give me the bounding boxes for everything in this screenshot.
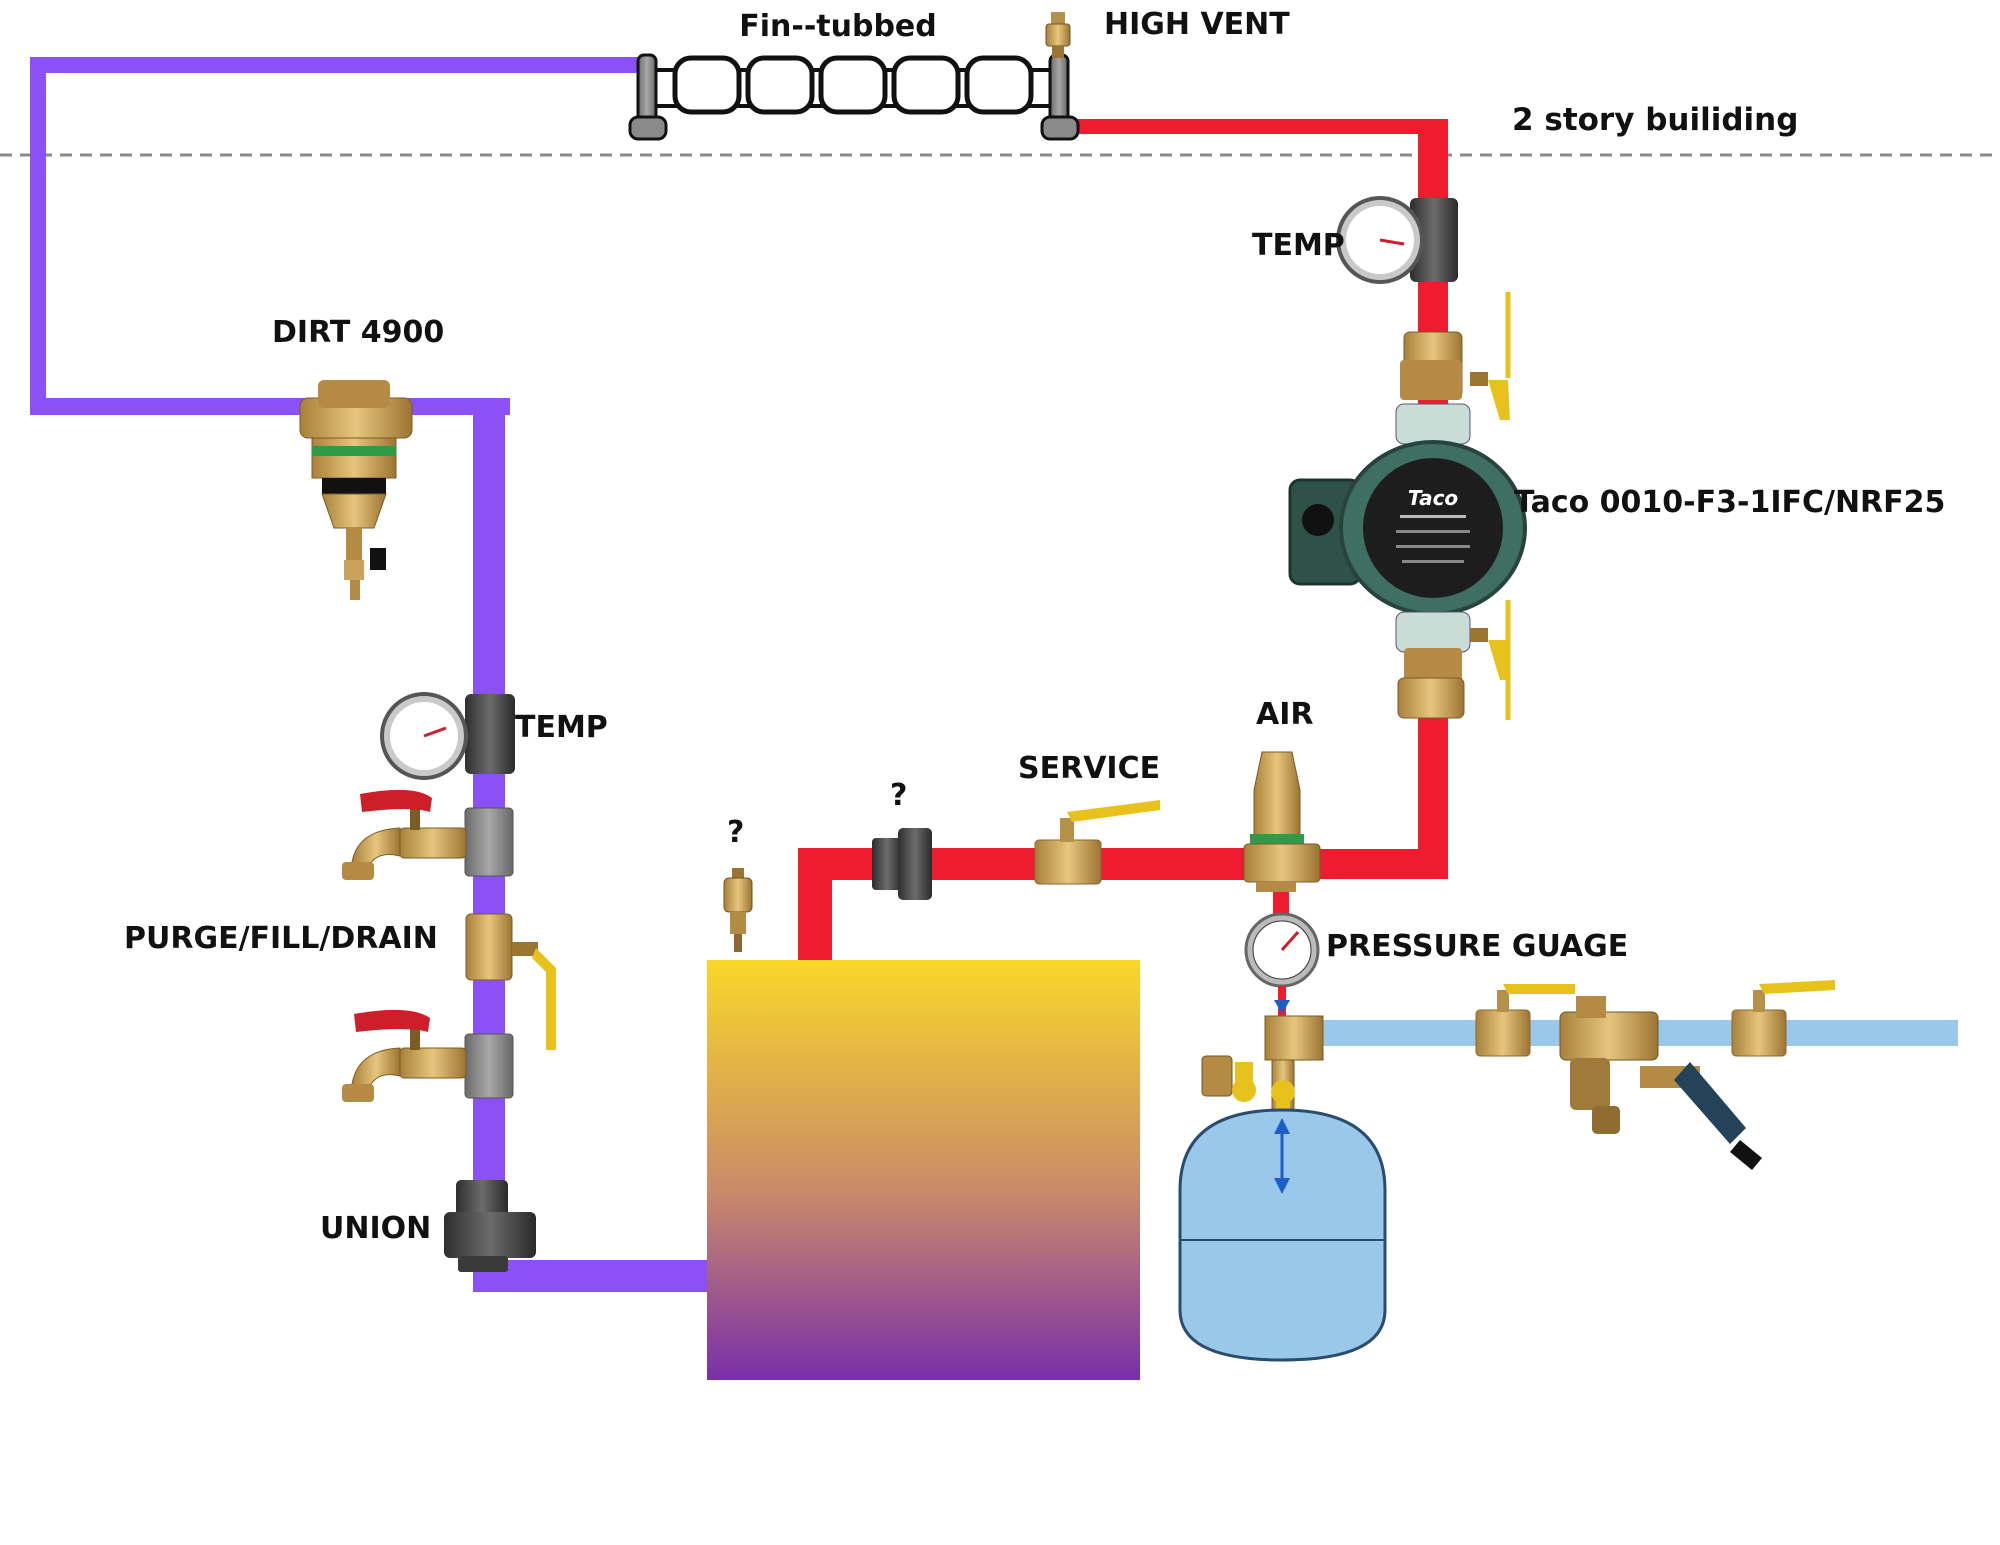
return-temp-gauge-icon: [380, 692, 515, 780]
boiler-vent-icon: [723, 868, 753, 952]
lower-drain-spigot-icon: [342, 1009, 514, 1102]
high-vent-label: HIGH VENT: [1104, 7, 1290, 42]
purge-fill-drain-label: PURGE/FILL/DRAIN: [124, 921, 438, 956]
upper-drain-spigot-icon: [342, 789, 514, 880]
pump-lower-flange-icon: [1397, 600, 1511, 720]
high-vent-icon: [1045, 12, 1071, 58]
tank-manifold-icon: [1201, 1000, 1324, 1114]
service-valve-icon: [1034, 800, 1160, 885]
supply-temp-gauge-icon: [1336, 196, 1458, 284]
fill-valve-right-icon: [1731, 980, 1835, 1057]
pump-label: Taco 0010-F3-1IFC/NRF25: [1514, 485, 1945, 520]
vent-question-label: ?: [727, 815, 744, 850]
fin-tube-radiator: [628, 53, 1080, 141]
service-label: SERVICE: [1018, 751, 1160, 786]
pressure-reducing-valve-icon: [1559, 996, 1762, 1170]
return-ball-valve-icon: [465, 913, 556, 1050]
air-label: AIR: [1256, 697, 1313, 732]
fill-valve-left-icon: [1475, 984, 1575, 1057]
pump-upper-flange-icon: [1400, 292, 1511, 420]
svg-text:Taco: Taco: [1408, 486, 1459, 510]
pressure-gauge-label: PRESSURE GUAGE: [1326, 929, 1628, 964]
return-union-icon: [444, 1180, 536, 1272]
expansion-tank: [1178, 1108, 1387, 1362]
story-label: 2 story builiding: [1512, 102, 1798, 138]
circulator-pump: Taco: [1288, 403, 1527, 653]
supply-temp-label: TEMP: [1252, 228, 1345, 263]
boiler: [707, 960, 1140, 1380]
return-pipe: [30, 57, 708, 1292]
pressure-gauge-icon: [1244, 912, 1320, 1016]
union-label: UNION: [320, 1211, 431, 1246]
union-question-label: ?: [890, 778, 907, 813]
dirt-separator-icon: [299, 380, 413, 600]
supply-union-icon: [872, 828, 932, 900]
dirt-label: DIRT 4900: [272, 315, 444, 350]
return-temp-label: TEMP: [515, 710, 608, 745]
fin-tubed-label: Fin--tubbed: [739, 9, 937, 44]
air-separator-icon: [1243, 751, 1321, 892]
